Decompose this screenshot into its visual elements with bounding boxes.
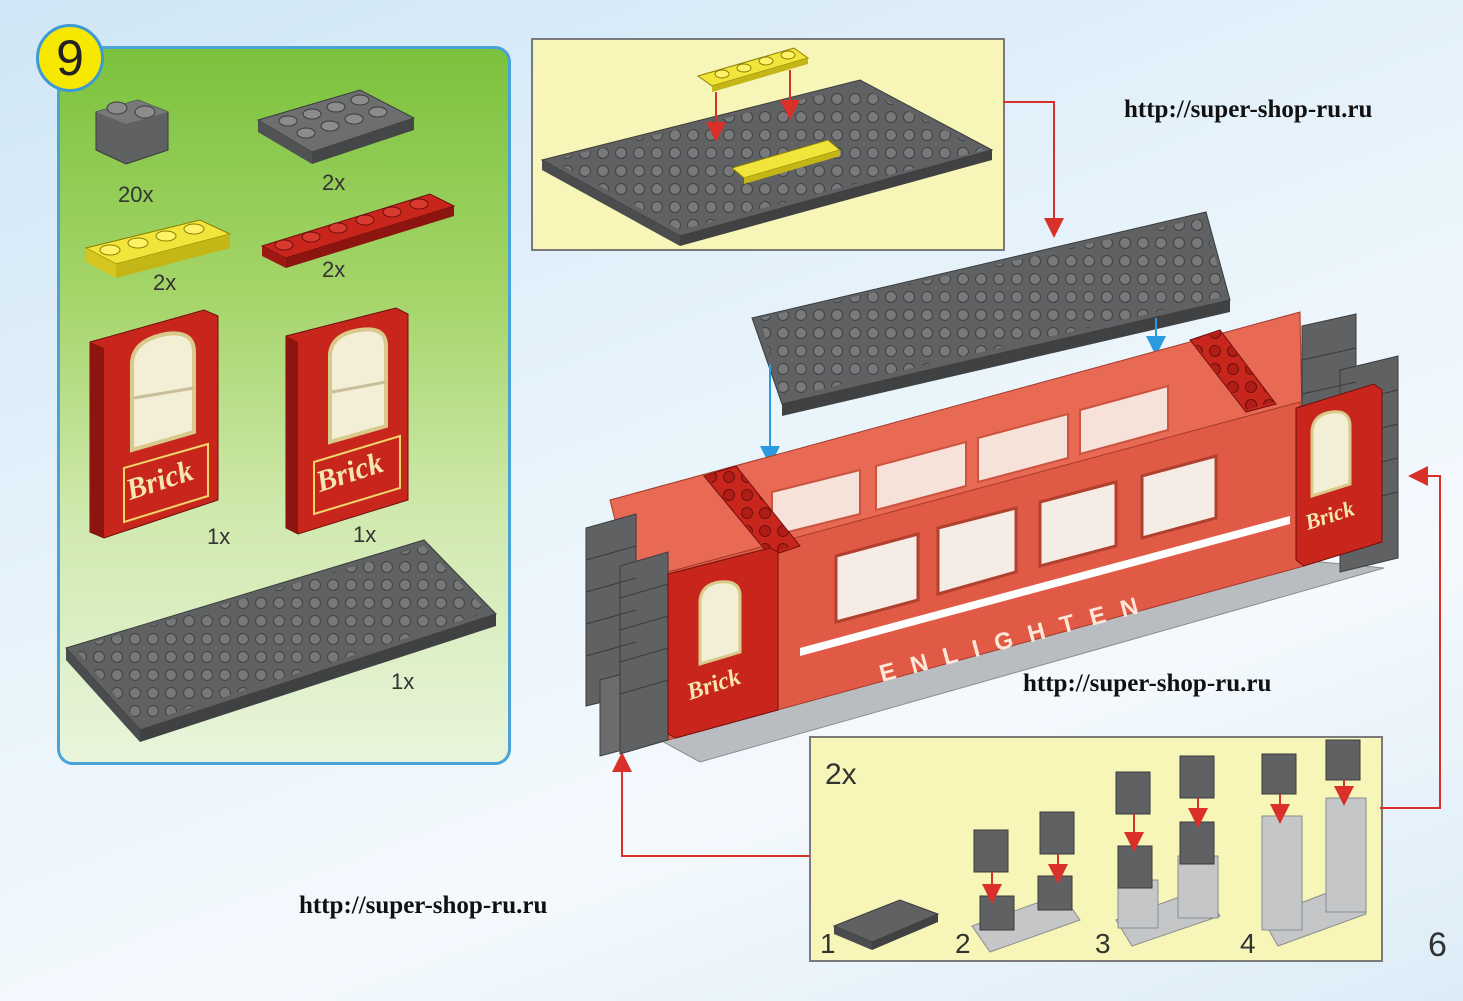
- part-qty: 20x: [118, 182, 154, 207]
- part-qty: 2x: [153, 270, 177, 295]
- part-qty: 2x: [322, 170, 346, 195]
- plate-with-yellow-tiles: [540, 47, 994, 246]
- part-gray-2x4-plate: [256, 89, 416, 164]
- connector-arrow: [612, 752, 809, 857]
- part-qty: 1x: [353, 522, 377, 547]
- part-red-door-left: [89, 309, 219, 539]
- part-qty: 1x: [207, 524, 231, 549]
- part-gray-1x2-brick: [95, 99, 169, 165]
- substep-number: 1: [820, 928, 836, 959]
- substep-1-plate: [832, 899, 940, 950]
- train-coach: [585, 311, 1399, 763]
- step-number: 9: [56, 30, 84, 86]
- part-red-door-right: [285, 307, 409, 535]
- part-yellow-1x4-plate: [84, 219, 232, 278]
- substep-number: 4: [1240, 928, 1256, 959]
- roof-plate: [751, 211, 1231, 416]
- page-number: 6: [1428, 926, 1447, 964]
- part-red-1x6-plate: [260, 193, 456, 268]
- substep-quantity: 2x: [825, 758, 857, 791]
- substep-2-assembly: [971, 811, 1081, 953]
- connector-arrow: [1380, 466, 1441, 809]
- part-qty: 2x: [322, 257, 346, 282]
- part-qty: 1x: [391, 669, 415, 694]
- substep-3-assembly: [1115, 755, 1221, 947]
- substep-4-assembly: [1261, 739, 1367, 947]
- watermark-url: http://super-shop-ru.ru: [1023, 670, 1272, 697]
- step-number-badge: 9: [36, 24, 104, 92]
- watermark-url: http://super-shop-ru.ru: [299, 892, 548, 919]
- part-gray-6x16-plate: [65, 539, 497, 742]
- substep-number: 3: [1095, 928, 1111, 959]
- connector-arrow: [1003, 101, 1064, 238]
- watermark-url: http://super-shop-ru.ru: [1124, 96, 1373, 123]
- substep-number: 2: [955, 928, 971, 959]
